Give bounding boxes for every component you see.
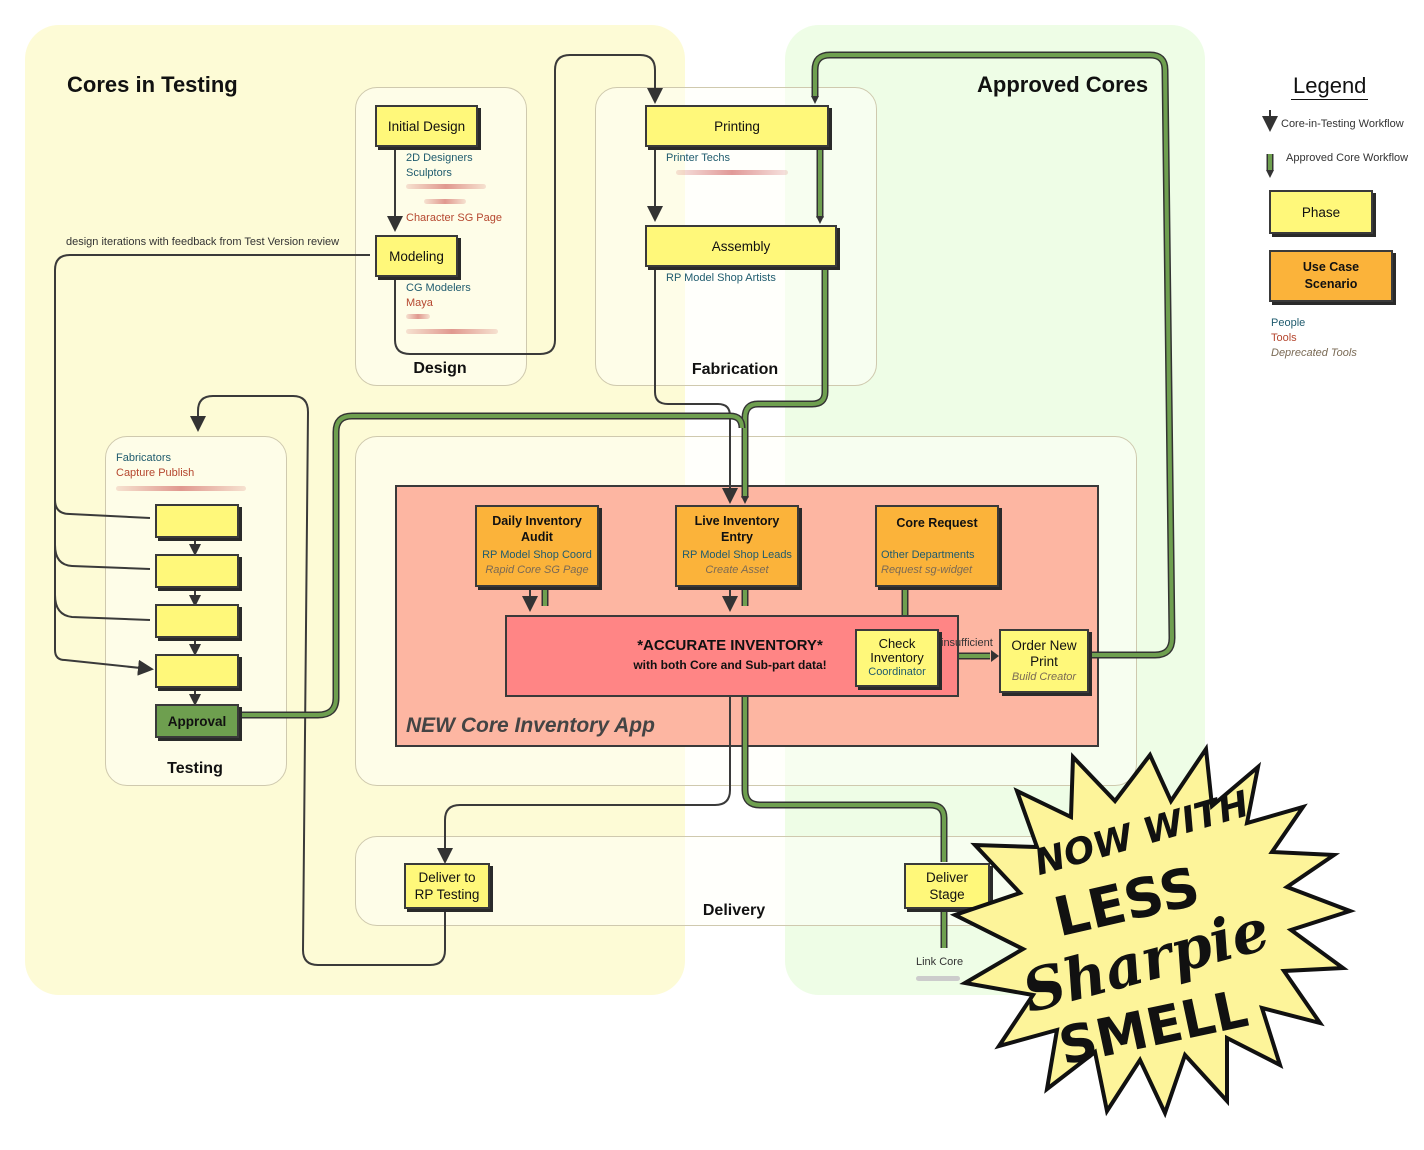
legend-tools: Tools: [1271, 332, 1297, 344]
legend-phase: Phase: [1269, 190, 1373, 234]
legend-use-case-label: Use Case Scenario: [1302, 260, 1360, 291]
usecase-deprecated-tool: Rapid Core SG Page: [485, 564, 589, 576]
design-iteration-note: design iterations with feedback from Tes…: [66, 236, 340, 248]
approved-cores-title: Approved Cores: [977, 72, 1149, 97]
legend-text-styles: People Tools Deprecated Tools: [1271, 316, 1357, 361]
modeling-label: Modeling: [389, 248, 444, 264]
approval-label: Approval: [167, 713, 227, 729]
legend-core-in-testing: Core-in-Testing Workflow: [1281, 118, 1404, 130]
assembly-phase: Assembly: [645, 225, 837, 267]
usecase-people: RP Model Shop Leads: [682, 549, 792, 561]
now-with-less-sharpie-smell-sticker: NOW WITH LESS Sharpie SMELL: [949, 743, 1357, 1119]
core-request-usecase: Core Request Other Departments Request s…: [875, 505, 999, 587]
app-title: NEW Core Inventory App: [406, 714, 655, 737]
initial-design-phase: Initial Design: [375, 105, 478, 147]
legend-people: People: [1271, 317, 1306, 329]
order-line1: Order New: [1011, 637, 1077, 653]
legend-approved-core: Approved Core Workflow: [1286, 152, 1409, 164]
redacted-text: [916, 976, 960, 981]
redacted-text: [406, 184, 486, 189]
check-people: Coordinator: [868, 665, 926, 678]
daily-inventory-audit-usecase: Daily Inventory Audit RP Model Shop Coor…: [475, 505, 599, 587]
printing-label: Printing: [714, 118, 760, 134]
design-group-label: Design: [413, 360, 467, 377]
people-2d-designers: 2D Designers: [406, 152, 473, 164]
check-line1: Check: [878, 635, 916, 651]
redacted-text: [116, 486, 246, 491]
check-line2: Inventory: [870, 649, 924, 665]
testing-step-1: [155, 504, 239, 538]
testing-group-label: Testing: [167, 760, 223, 777]
usecase-title: Daily Inventory Audit: [492, 514, 582, 544]
approval-phase: Approval: [155, 704, 239, 738]
order-new-print-phase: Order New Print Build Creator: [999, 629, 1089, 693]
live-inventory-entry-usecase: Live Inventory Entry RP Model Shop Leads…: [675, 505, 799, 587]
usecase-deprecated-tool: Request sg-widget: [881, 564, 973, 576]
legend-phase-label: Phase: [1301, 204, 1341, 220]
deliver-stage-line1: Deliver: [925, 870, 968, 885]
usecase-title: Core Request: [896, 516, 978, 530]
tool-maya: Maya: [406, 297, 433, 309]
people-cg-modelers: CG Modelers: [406, 282, 471, 294]
redacted-text: [406, 314, 430, 319]
printing-phase: Printing: [645, 105, 829, 147]
usecase-people: RP Model Shop Coord: [482, 549, 592, 561]
deliver-rp-line2: RP Testing: [414, 887, 480, 902]
testing-resources: Fabricators Capture Publish: [116, 451, 194, 481]
initial-design-label: Initial Design: [387, 118, 466, 134]
redacted-text: [406, 329, 498, 334]
usecase-deprecated-tool: Create Asset: [705, 564, 769, 576]
legend-title: Legend: [1291, 73, 1369, 100]
accurate-inventory-title: *ACCURATE INVENTORY*: [637, 637, 823, 654]
check-inventory-phase: Check Inventory Coordinator: [855, 629, 939, 687]
modeling-phase: Modeling: [375, 235, 458, 277]
deliver-stage-phase: Deliver Stage: [904, 863, 990, 909]
deliver-stage-line2: Stage: [929, 887, 965, 902]
tool-character-sg-page: Character SG Page: [406, 212, 502, 224]
deliver-rp-line1: Deliver to: [418, 870, 476, 885]
cores-in-testing-title: Cores in Testing: [67, 72, 238, 97]
legend-deprecated: Deprecated Tools: [1271, 347, 1357, 359]
accurate-inventory-subtitle: with both Core and Sub-part data!: [633, 658, 827, 672]
people-printer-techs: Printer Techs: [666, 152, 730, 164]
people-fabricators: Fabricators: [116, 452, 172, 464]
redacted-text: [424, 199, 466, 204]
people-sculptors: Sculptors: [406, 167, 452, 179]
legend-use-case: Use Case Scenario: [1269, 250, 1393, 302]
order-deprecated-tool: Build Creator: [1011, 670, 1077, 683]
order-line2: Print: [1030, 653, 1058, 669]
tool-capture-publish: Capture Publish: [116, 467, 195, 479]
redacted-text: [676, 170, 788, 175]
sticker-burst: [949, 743, 1357, 1119]
people-rp-model-shop-artists: RP Model Shop Artists: [666, 272, 776, 284]
usecase-title: Live Inventory Entry: [694, 514, 780, 544]
initial-design-resources: 2D Designers Sculptors: [406, 151, 473, 181]
assembly-label: Assembly: [711, 238, 771, 254]
fabrication-group-label: Fabrication: [691, 361, 779, 378]
delivery-group-label: Delivery: [702, 902, 766, 919]
testing-step-4: [155, 654, 239, 688]
testing-step-2: [155, 554, 239, 588]
deliver-rp-testing-phase: Deliver to RP Testing: [404, 863, 490, 909]
testing-step-3: [155, 604, 239, 638]
insufficient-label: insufficient: [941, 637, 993, 649]
usecase-people: Other Departments: [881, 549, 975, 561]
link-core-label: Link Core: [916, 956, 964, 968]
